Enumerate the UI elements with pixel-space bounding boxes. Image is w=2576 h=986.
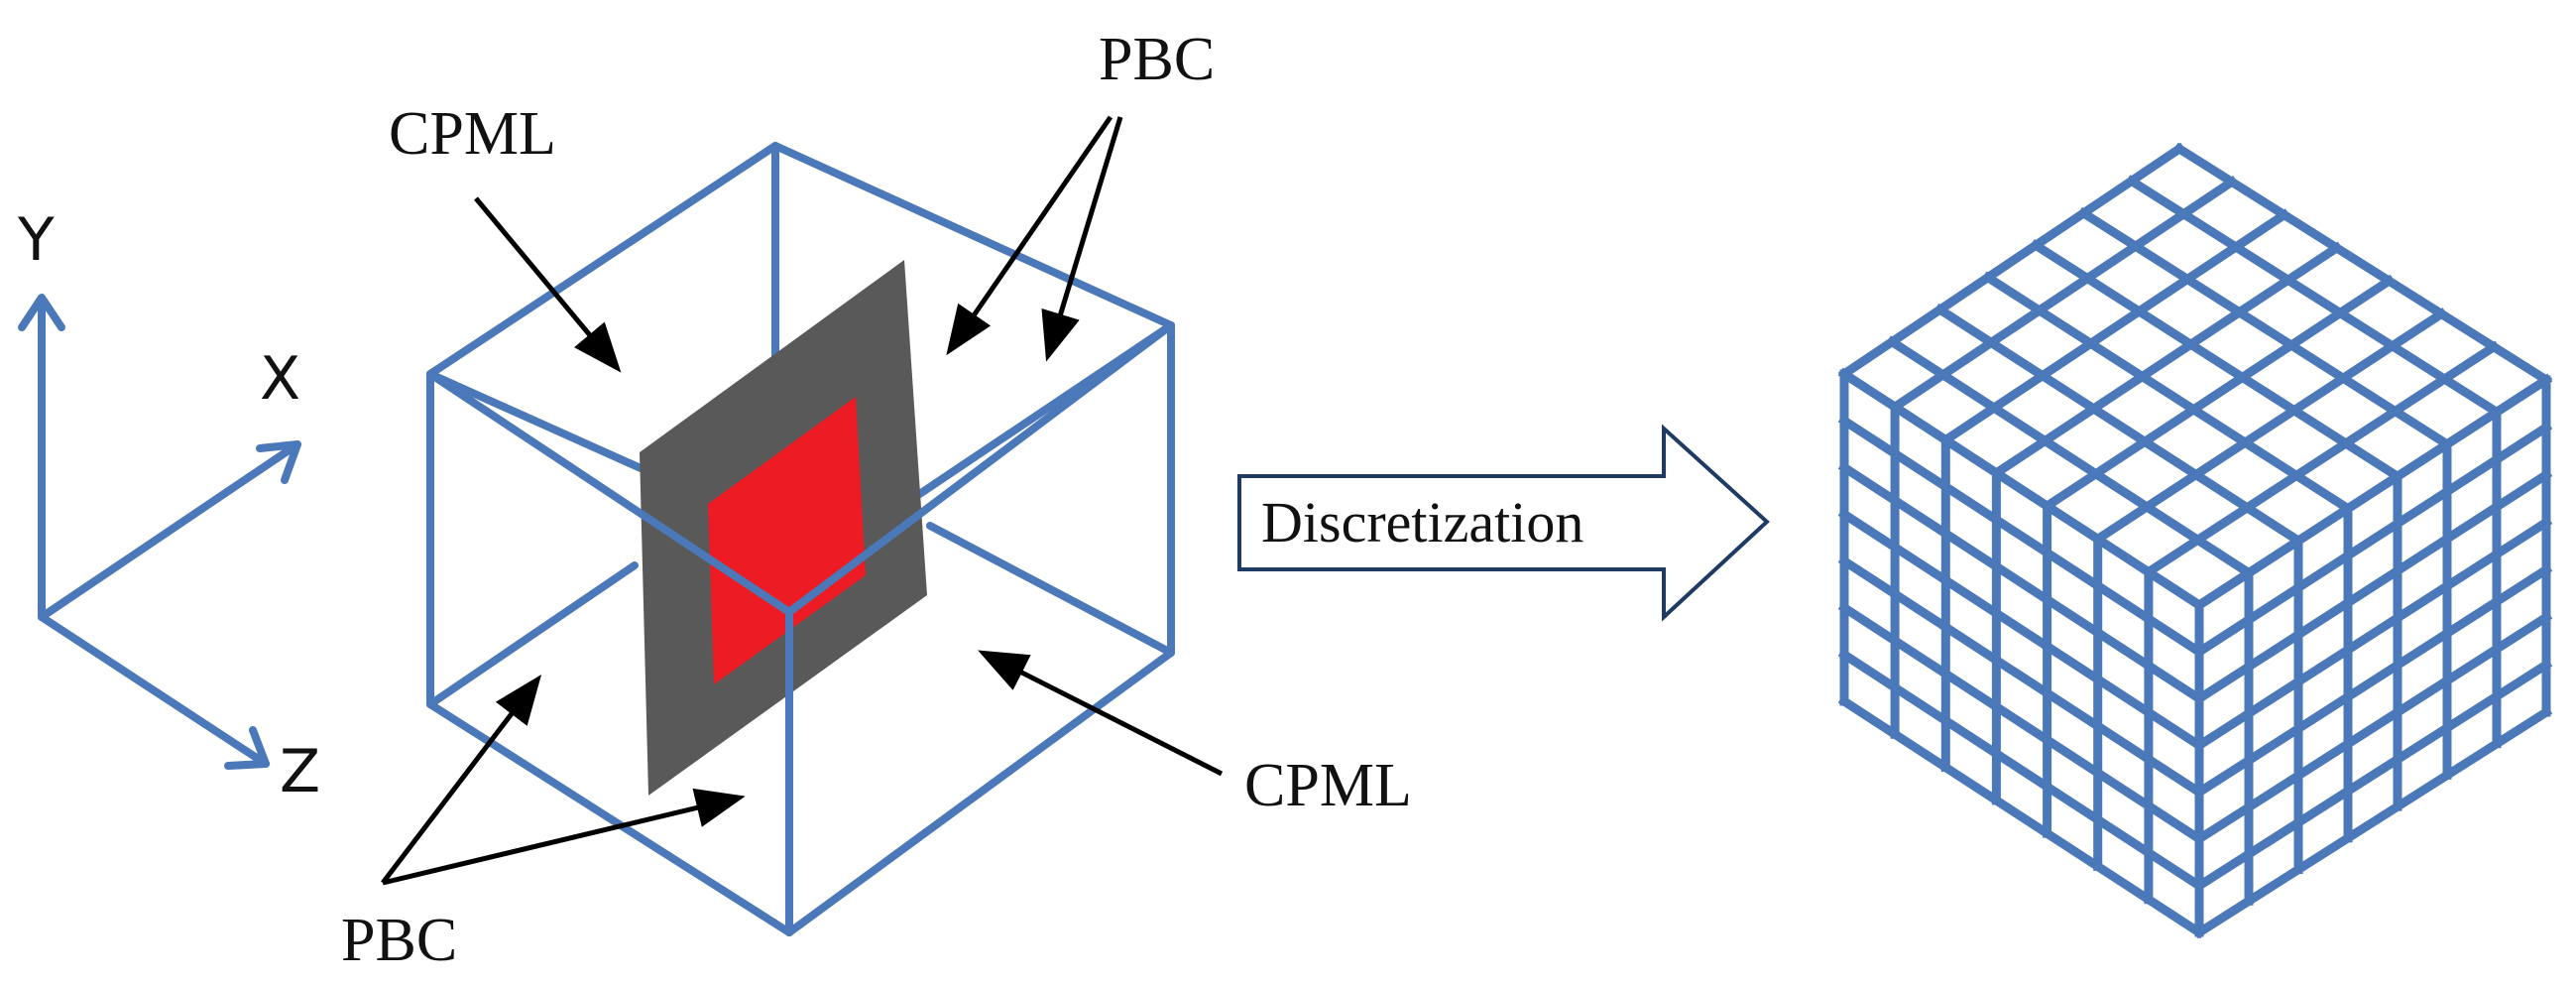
- mesh-top-line-31: [2091, 308, 2448, 546]
- mesh-left-line-15: [1837, 461, 2206, 705]
- mesh-top-line-12: [1933, 303, 2305, 548]
- mesh-right-line-29: [2192, 563, 2553, 799]
- cpml-label-top: CPML: [389, 100, 556, 168]
- mesh-left-line-45: [1837, 694, 2206, 939]
- x-axis-label: X: [260, 344, 300, 414]
- pbc-top-arrow-2: [1041, 116, 1123, 362]
- discretization-arrow: Discretization: [1237, 424, 1770, 622]
- y-axis-label: Y: [17, 205, 55, 275]
- region-labels: CPML PBC PBC CPML: [341, 26, 1412, 974]
- mesh-top-line-37: [2142, 340, 2501, 578]
- z-axis: [38, 613, 270, 768]
- cpml-label-bottom: CPML: [1244, 752, 1412, 819]
- box-bottom-left: [426, 700, 793, 936]
- scatterer: [708, 397, 866, 684]
- mesh-right-line-47: [2192, 705, 2553, 939]
- mesh-right-line-23: [2192, 516, 2553, 752]
- z-axis-label: Z: [280, 737, 320, 806]
- mesh-right-line-41: [2192, 658, 2553, 893]
- x-axis-arrowhead: [256, 440, 301, 484]
- mesh-top-line-13: [1939, 208, 2290, 446]
- mesh-left-line-27: [1837, 555, 2206, 799]
- mesh-top-line-43: [2192, 373, 2553, 612]
- mesh-right-line-35: [2192, 611, 2553, 845]
- box-bottom-right: [785, 649, 1175, 936]
- box-diagonal-front: [426, 370, 793, 616]
- discretization-label: Discretization: [1261, 490, 1583, 555]
- pbc-top-arrow-1: [946, 115, 1113, 356]
- pbc-bottom-arrow-1: [381, 675, 542, 885]
- mesh-top-line-36: [2125, 175, 2504, 419]
- mesh-left-line-39: [1837, 648, 2206, 893]
- pbc-label-bottom: PBC: [341, 907, 457, 974]
- z-axis-arrowhead: [224, 726, 270, 770]
- x-axis: [38, 440, 301, 621]
- mesh-top-line-19: [1990, 241, 2343, 480]
- mesh-left-line-3: [1837, 367, 2206, 612]
- box-lower-back-edge-left: [426, 561, 639, 708]
- pbc-label-top: PBC: [1099, 26, 1215, 93]
- mesh-top-line-18: [1981, 271, 2355, 515]
- mesh-left-line-21: [1837, 508, 2206, 752]
- cpml-bottom-arrow: [978, 650, 1224, 777]
- mesh-top-line-42: [2172, 142, 2553, 387]
- annotation-arrows: [381, 115, 1224, 886]
- mesh-top-line-30: [2077, 206, 2454, 451]
- mesh-top-line-24: [2029, 239, 2404, 483]
- discretization-arrow-shape: [1237, 424, 1770, 622]
- mesh-top-line-7: [1888, 176, 2239, 414]
- y-axis-arrowhead: [18, 294, 65, 331]
- box-lower-back-edge-right: [926, 522, 1175, 657]
- mesh-left-line-33: [1837, 601, 2206, 845]
- pbc-bottom-arrow-2: [382, 788, 746, 886]
- simulation-box: [426, 142, 1175, 936]
- mesh-top-line-6: [1886, 335, 2256, 579]
- mesh-right-line-11: [2192, 421, 2553, 659]
- mesh-left-line-9: [1837, 414, 2206, 659]
- mesh-right-line-17: [2192, 468, 2553, 705]
- mesh-top-line-25: [2041, 274, 2396, 513]
- discretized-mesh-cube: [1837, 142, 2553, 939]
- box-diagonal-back: [785, 321, 1175, 616]
- cpml-top-arrow: [474, 196, 622, 373]
- coordinate-axes: Y X Z: [17, 205, 320, 806]
- mesh-top-line-1: [1837, 142, 2186, 381]
